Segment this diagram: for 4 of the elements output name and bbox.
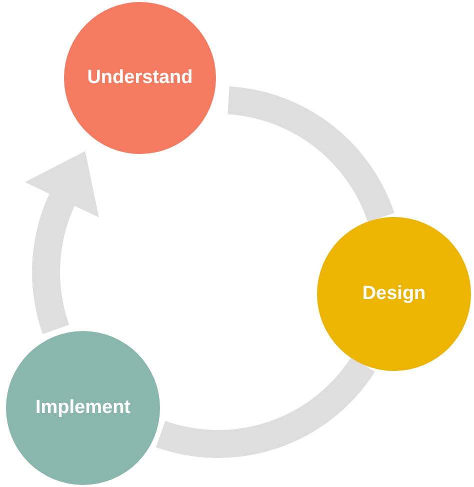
stage-label: Implement <box>35 397 131 419</box>
stage-label: Design <box>362 283 426 305</box>
stage-label: Understand <box>87 67 193 89</box>
cycle-arrow <box>24 150 100 334</box>
